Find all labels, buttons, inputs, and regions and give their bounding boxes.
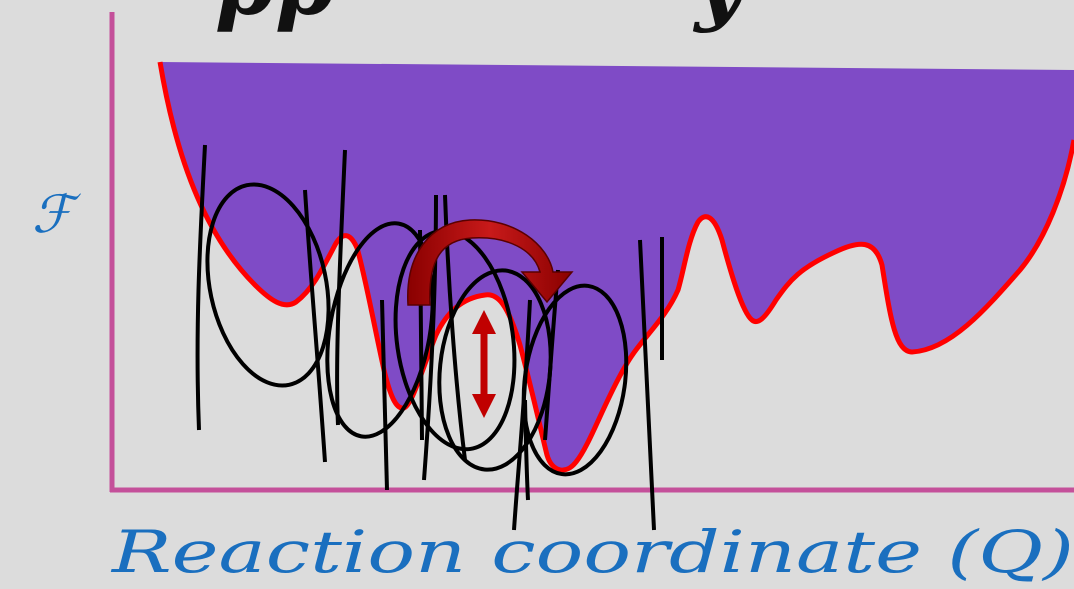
slide-title-fragment: pp y bbox=[215, 0, 750, 35]
energy-landscape-fill bbox=[160, 62, 1074, 471]
wave-loop bbox=[325, 221, 435, 439]
x-axis-label: Reaction coordinate (Q) bbox=[111, 518, 1074, 586]
wave-curve bbox=[638, 239, 656, 531]
wave-curve bbox=[335, 149, 347, 426]
wave-curve bbox=[380, 299, 389, 491]
wave-loop bbox=[521, 283, 629, 477]
wave-curves bbox=[195, 144, 664, 531]
wave-loop bbox=[205, 182, 331, 388]
wave-curve bbox=[303, 189, 327, 463]
energy-landscape-outline bbox=[157, 61, 1074, 473]
barrier-height-arrow bbox=[472, 310, 496, 418]
wave-curve bbox=[512, 299, 532, 531]
wave-curve bbox=[195, 144, 207, 431]
wave-loop bbox=[437, 268, 553, 472]
barrier-crossing-arrow bbox=[407, 219, 574, 306]
y-axis-label: ℱ bbox=[32, 185, 81, 245]
